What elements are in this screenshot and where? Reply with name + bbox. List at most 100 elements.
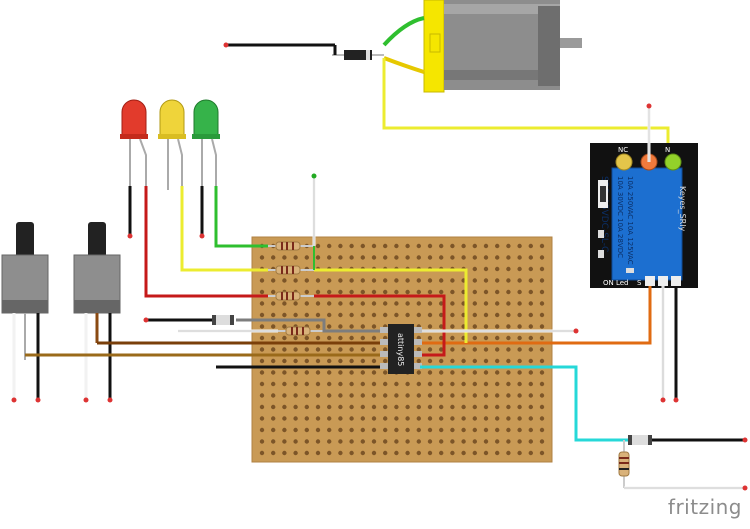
stripboard — [251, 236, 553, 463]
attiny85-chip: attiny85 — [380, 324, 422, 374]
board-hole — [371, 393, 377, 398]
relay-text-1: 10A 250VAC 10A 125VAC — [626, 176, 634, 265]
potentiometer-1 — [1, 222, 49, 400]
board-hole — [506, 278, 511, 283]
board-hole — [416, 370, 421, 375]
board-hole — [338, 278, 343, 283]
board-hole — [439, 312, 444, 318]
board-hole — [472, 416, 477, 421]
board-hole — [304, 450, 309, 456]
board-hole — [539, 289, 545, 295]
board-hole — [427, 393, 433, 398]
board-hole — [327, 289, 332, 295]
board-hole — [304, 381, 309, 387]
board-hole — [483, 278, 489, 283]
board-hole — [315, 301, 321, 306]
board-hole — [528, 370, 533, 375]
board-hole — [293, 312, 298, 318]
red-led — [120, 99, 148, 190]
board-hole — [259, 416, 265, 421]
board-hole — [427, 255, 433, 260]
board-hole — [383, 381, 388, 387]
board-hole — [539, 347, 545, 352]
board-hole — [439, 450, 444, 456]
board-hole — [315, 416, 321, 421]
board-hole — [539, 324, 545, 329]
board-hole — [461, 347, 466, 352]
board-hole — [461, 439, 466, 444]
board-hole — [394, 255, 399, 260]
board-hole — [327, 427, 332, 433]
board-hole — [483, 427, 489, 433]
board-hole — [506, 289, 511, 295]
board-hole — [371, 427, 377, 433]
board-hole — [483, 301, 489, 306]
board-hole — [271, 335, 276, 341]
board-hole — [427, 416, 433, 421]
board-hole — [461, 370, 466, 375]
board-hole — [338, 312, 343, 318]
board-hole — [271, 370, 276, 375]
board-hole — [483, 381, 489, 387]
board-hole — [528, 358, 533, 364]
board-hole — [360, 255, 365, 260]
board-hole — [304, 301, 309, 306]
board-hole — [528, 312, 533, 318]
board-hole — [338, 404, 343, 410]
board-hole — [517, 393, 522, 398]
board-hole — [461, 358, 466, 364]
relay-s-label: S — [637, 279, 642, 287]
board-hole — [315, 358, 321, 364]
board-hole — [427, 312, 433, 318]
board-hole — [483, 450, 489, 456]
board-hole — [506, 381, 511, 387]
board-hole — [327, 347, 332, 352]
board-hole — [349, 404, 354, 410]
board-hole — [427, 289, 433, 295]
board-hole — [405, 416, 410, 421]
board-hole — [327, 278, 332, 283]
board-hole — [360, 347, 365, 352]
board-hole — [517, 347, 522, 352]
board-hole — [517, 243, 522, 249]
board-hole — [495, 404, 500, 410]
board-hole — [315, 381, 321, 387]
board-hole — [383, 358, 388, 364]
board-hole — [338, 370, 343, 375]
board-hole — [271, 278, 276, 283]
board-hole — [517, 335, 522, 341]
green-led — [192, 99, 220, 190]
board-hole — [349, 381, 354, 387]
board-hole — [360, 427, 365, 433]
board-hole — [405, 450, 410, 456]
board-hole — [461, 255, 466, 260]
board-hole — [450, 335, 455, 341]
board-hole — [360, 416, 365, 421]
relay-model: SRD-05VDC-SL-C — [599, 176, 609, 252]
board-hole — [472, 243, 477, 249]
board-hole — [271, 450, 276, 456]
board-hole — [383, 450, 388, 456]
board-hole — [371, 335, 377, 341]
board-hole — [383, 301, 388, 306]
board-hole — [528, 427, 533, 433]
board-hole — [539, 404, 545, 410]
board-hole — [383, 347, 388, 352]
board-hole — [506, 243, 511, 249]
board-hole — [304, 393, 309, 398]
dc-motor — [423, 0, 582, 93]
board-hole — [416, 393, 421, 398]
board-hole — [439, 439, 444, 444]
board-hole — [483, 393, 489, 398]
board-hole — [338, 393, 343, 398]
board-hole — [461, 381, 466, 387]
board-hole — [450, 289, 455, 295]
board-hole — [528, 324, 533, 329]
board-hole — [394, 381, 399, 387]
board-hole — [371, 381, 377, 387]
board-hole — [327, 404, 332, 410]
board-hole — [439, 347, 444, 352]
board-hole — [517, 289, 522, 295]
board-hole — [539, 301, 545, 306]
